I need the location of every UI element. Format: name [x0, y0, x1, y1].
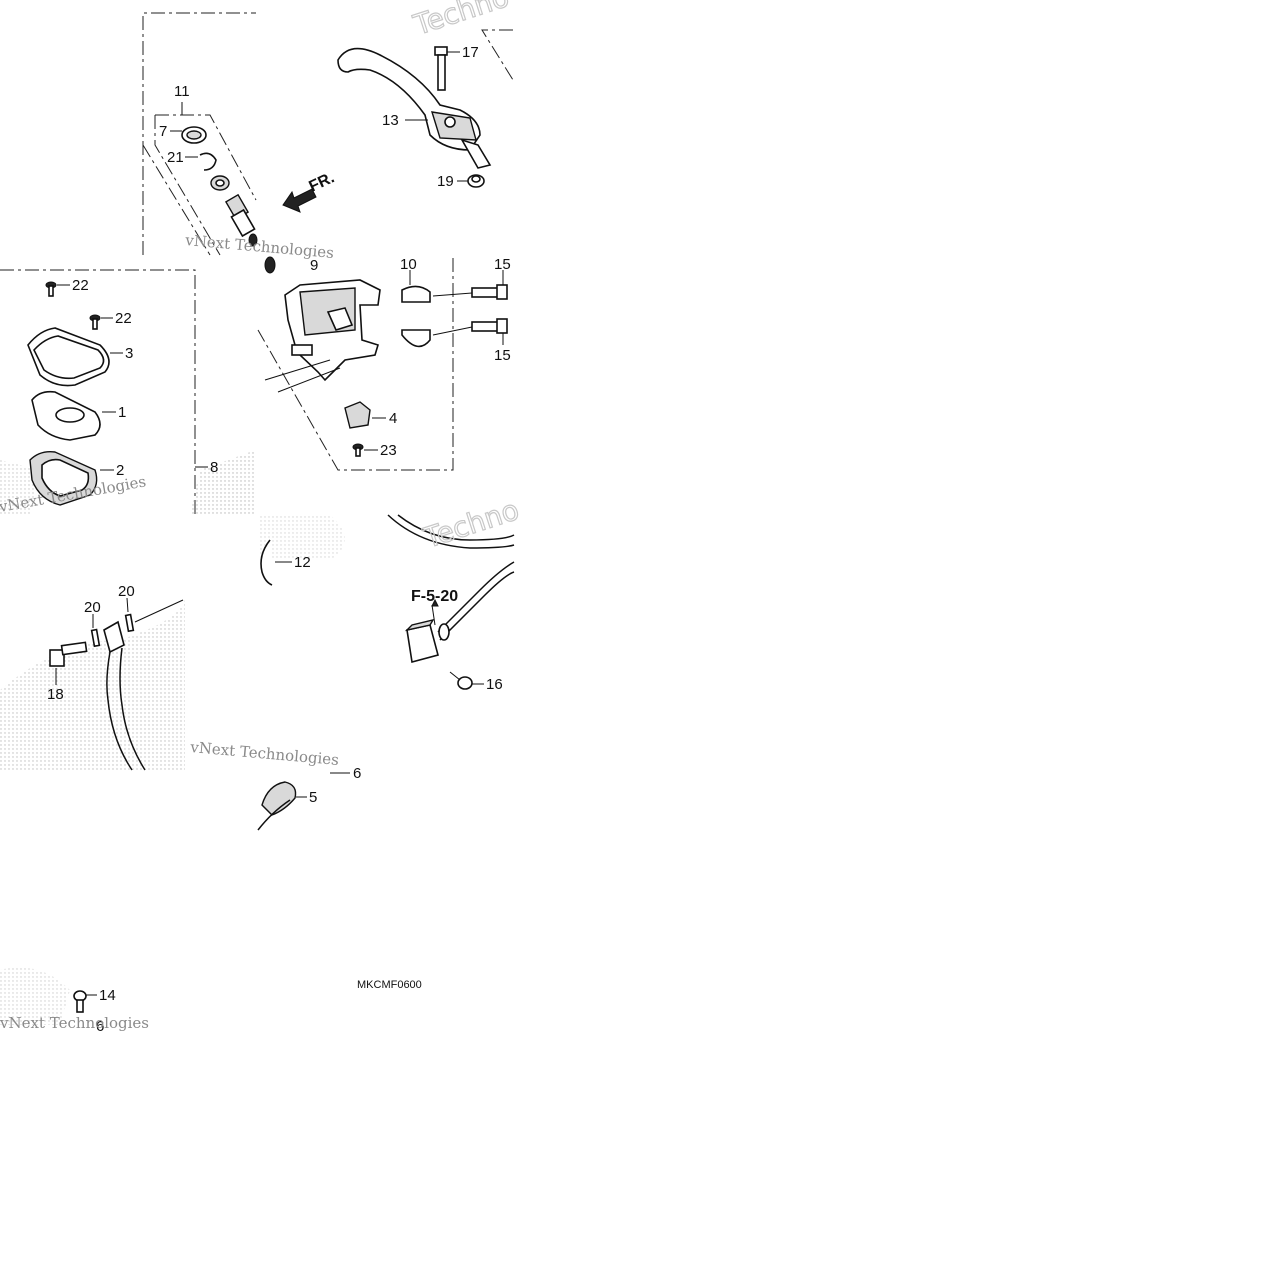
- hose-clip-12: 12: [260, 539, 311, 586]
- callout-20-left: 20: [84, 599, 101, 616]
- callout-5: 5: [309, 789, 317, 806]
- bolt-14: 14: [73, 987, 116, 1013]
- direction-label: FR.: [307, 169, 338, 195]
- banjo-bolt-18: 18: [47, 641, 88, 703]
- nut-19: 19: [437, 173, 485, 190]
- callout-11: 11: [174, 83, 190, 100]
- callout-18: 18: [47, 686, 64, 703]
- brake-hose-lower: [103, 620, 146, 771]
- washer-20-left: 20: [84, 599, 101, 648]
- callout-12: 12: [294, 554, 311, 571]
- callout-20-right: 20: [118, 583, 135, 600]
- callout-8: 8: [210, 459, 218, 476]
- group-frame-caliper: [142, 12, 256, 256]
- callout-13: 13: [382, 112, 399, 129]
- part-6-lower: 6: [96, 1018, 104, 1035]
- watermark-pattern: [0, 450, 345, 1025]
- reference-label: F-5-20: [411, 588, 458, 605]
- washer-20-right: 20: [118, 583, 135, 633]
- piston-parts: [210, 175, 258, 247]
- callout-15-lower: 15: [494, 347, 511, 364]
- callout-6-upper: 6: [353, 765, 361, 782]
- callout-4: 4: [389, 410, 397, 427]
- callout-7: 7: [159, 123, 167, 140]
- callout-15-upper: 15: [494, 256, 511, 273]
- svg-text:vNext Technologies: vNext Technologies: [189, 738, 340, 769]
- circlip-21: 21: [167, 149, 217, 171]
- callout-3: 3: [125, 345, 133, 362]
- boot-7: 7: [159, 123, 207, 144]
- callout-22-upper: 22: [72, 277, 89, 294]
- watermark: vNext Technologies: [0, 1014, 149, 1032]
- diaphragm-plate-1: 1: [31, 390, 126, 441]
- bolt-15-lower: 15: [432, 318, 511, 364]
- reservoir-cap-3: 3: [27, 327, 133, 387]
- callout-1: 1: [118, 404, 126, 421]
- stop-switch-4: 4: [344, 401, 397, 429]
- reservoir-8: 8: [195, 459, 218, 476]
- group-frame-lever: [481, 29, 514, 81]
- screw-23: 23: [352, 442, 397, 459]
- callout-21: 21: [167, 149, 184, 166]
- brake-lever-13: 13: [337, 47, 492, 169]
- kit-11: 11: [174, 83, 190, 115]
- callout-6-lower: 6: [96, 1018, 104, 1035]
- direction-arrow-fr: FR.: [282, 169, 338, 213]
- callout-10: 10: [400, 256, 417, 273]
- watermark: vNext Technologies: [189, 738, 340, 769]
- diaphragm-2: 2: [29, 450, 124, 506]
- callout-23: 23: [380, 442, 397, 459]
- svg-text:Techno: Techno: [409, 0, 513, 42]
- grommet-5: 5: [257, 781, 317, 831]
- part-6-upper: 6: [330, 765, 361, 782]
- group-frame-master-cylinder: [257, 258, 454, 471]
- callout-2: 2: [116, 462, 124, 479]
- holder-clamp-10: 10: [400, 256, 431, 348]
- master-cylinder-body: 9: [264, 256, 381, 393]
- screw-22-lower: 22: [89, 310, 132, 330]
- group-frame-kit-11: [154, 114, 257, 256]
- svg-text:vNext Technologies: vNext Technologies: [0, 1014, 149, 1032]
- callout-14: 14: [99, 987, 116, 1004]
- callout-19: 19: [437, 173, 454, 190]
- assembly-line: [134, 599, 184, 623]
- hose-joint: [404, 561, 515, 664]
- reference-f-5-20: F-5-20: [411, 588, 458, 626]
- callout-22-lower: 22: [115, 310, 132, 327]
- bolt-15-upper: 15: [432, 256, 511, 300]
- screw-22-upper: 22: [45, 277, 89, 297]
- pivot-bolt-17: 17: [434, 44, 479, 91]
- callout-9: 9: [310, 257, 318, 274]
- callout-17: 17: [462, 44, 479, 61]
- drawing-code: MKCMF0600: [357, 979, 422, 991]
- bolt-16: 16: [449, 671, 503, 693]
- callout-16: 16: [486, 676, 503, 693]
- group-frame-reservoir: [0, 269, 196, 515]
- brake-hose-upper: Techno: [387, 493, 524, 556]
